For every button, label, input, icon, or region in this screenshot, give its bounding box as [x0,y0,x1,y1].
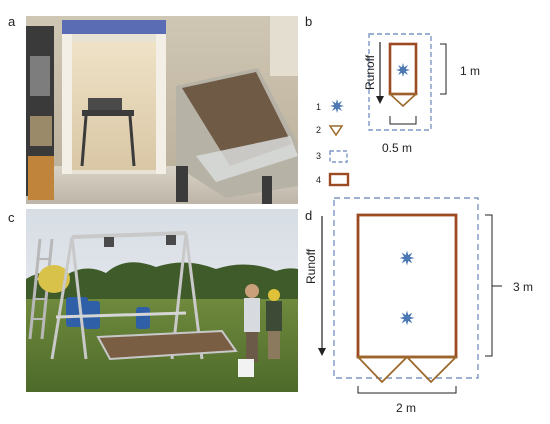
small-plot-sprinkler-icon [396,63,410,77]
photo-field-simulator [26,209,298,392]
legend-number-2: 2 [316,125,321,135]
large-plot-border [356,213,458,359]
legend-solid-rectangle-icon [328,172,350,187]
small-plot-collector-icon [387,93,419,108]
small-runoff-label: Runoff [363,54,377,90]
legend-number-3: 3 [316,151,321,161]
diagram-large-plot: Runoff 3 m 2 m [304,197,533,415]
small-height-bracket [440,43,447,95]
small-height-label: 1 m [460,64,480,78]
large-height-label: 3 m [513,280,533,294]
large-width-label: 2 m [396,401,416,415]
large-width-bracket [357,386,457,394]
legend-collector-triangle-icon [328,125,344,137]
large-runoff-label: Runoff [304,248,318,284]
panel-letter-c: c [8,210,15,225]
small-plot-dashed-outline [368,33,432,131]
diagram-small-plot: Runoff 1 m 0.5 m 1 2 3 4 [316,33,480,187]
large-height-bracket [485,214,493,357]
indoor-simulator-illustration [26,16,298,204]
photo-indoor-simulator [26,16,298,204]
legend: 1 2 3 4 [316,99,350,187]
small-width-bracket [389,116,417,125]
legend-dashed-rectangle-icon [329,150,348,163]
large-plot-sprinkler-bottom-icon [399,310,415,326]
large-plot-collector-right-icon [404,356,459,384]
large-plot-dashed-outline [333,197,479,379]
legend-sprinkler-star-icon [330,99,344,113]
legend-number-4: 4 [316,175,321,185]
panel-letter-a: a [8,14,16,29]
small-width-label: 0.5 m [382,141,412,155]
large-plot-collector-left-icon [355,356,410,384]
field-simulator-illustration [26,209,298,392]
panel-letter-d: d [305,208,313,223]
large-plot-sprinkler-top-icon [399,250,415,266]
legend-number-1: 1 [316,102,321,112]
panel-letter-b: b [305,14,313,29]
